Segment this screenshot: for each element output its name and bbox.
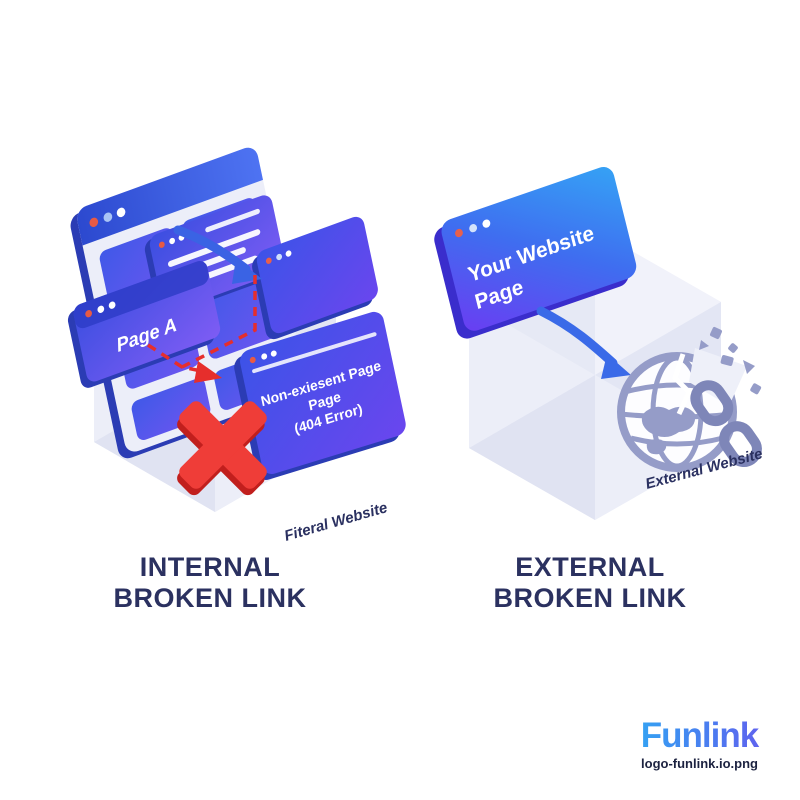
globe-crack bbox=[672, 353, 692, 416]
error-404-card: Non-exiesent Page Page (404 Error) bbox=[234, 311, 406, 480]
internal-broken-link-illustration: Page A Non-exiesent Page Page (404 Error… bbox=[67, 147, 406, 545]
brand-logo: Funlink logo-funlink.io.png bbox=[612, 717, 787, 771]
blue-arrow-icon bbox=[536, 306, 631, 379]
logo-file-label: logo-funlink.io.png bbox=[641, 755, 758, 771]
external-title-line-1: EXTERNAL bbox=[515, 552, 665, 582]
debris-particles bbox=[699, 327, 762, 395]
internal-title-line-1: INTERNAL bbox=[139, 552, 281, 582]
red-dashed-arrowhead bbox=[194, 361, 222, 383]
globe-continents bbox=[641, 406, 696, 455]
external-title-line-2: BROKEN LINK bbox=[493, 583, 687, 614]
external-broken-link-illustration: Your Website Page bbox=[434, 167, 765, 520]
page-a-card: Page A bbox=[67, 260, 221, 388]
internal-title: INTERNAL BROKEN LINK bbox=[55, 552, 365, 615]
your-website-card: Your Website Page bbox=[434, 167, 637, 339]
window-traffic-dots bbox=[455, 219, 491, 238]
broken-globe-icon bbox=[617, 327, 762, 472]
target-page-card bbox=[252, 216, 378, 340]
broken-chain-icon bbox=[690, 380, 762, 468]
red-cross-icon bbox=[177, 401, 267, 496]
internal-website-caption: Fiteral Website bbox=[282, 499, 389, 545]
logo-wordmark: Funlink bbox=[612, 717, 787, 755]
external-title: EXTERNAL BROKEN LINK bbox=[435, 552, 745, 615]
internal-title-line-2: BROKEN LINK bbox=[113, 583, 307, 614]
window-traffic-dots bbox=[89, 207, 126, 228]
